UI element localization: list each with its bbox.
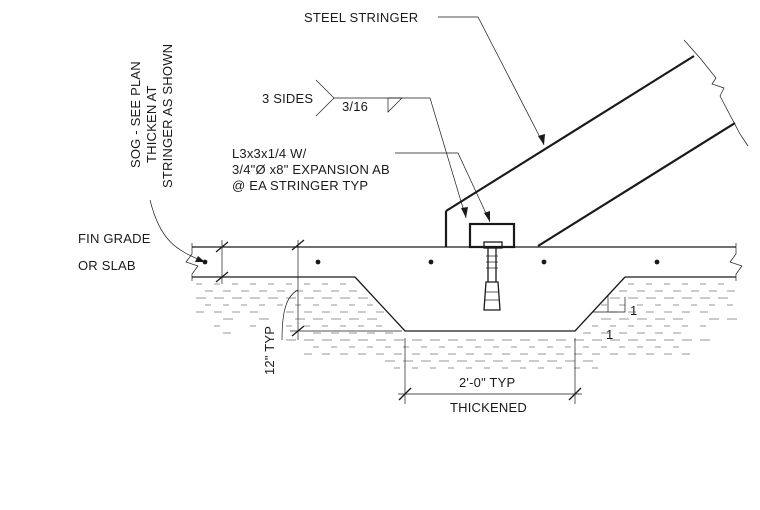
dimensions (215, 239, 626, 404)
steel-stringer (444, 39, 749, 247)
sog-label-line3: STRINGER AS SHOWN (160, 44, 175, 188)
slope-run-label: 1 (606, 327, 613, 342)
leader-lines (149, 16, 545, 263)
sog-label-line2: THICKEN AT (144, 85, 159, 163)
angle-label-line1: L3x3x1/4 W/ (232, 146, 307, 161)
width-dimension-label: 2'-0" TYP (459, 375, 515, 390)
angle-with-anchor-bolt (468, 222, 516, 311)
thickened-label: THICKENED (450, 400, 527, 415)
fin-grade-label: FIN GRADE (78, 231, 151, 246)
concrete-slab (185, 243, 743, 332)
weld-sides-label: 3 SIDES (262, 91, 313, 106)
slope-rise-label: 1 (630, 303, 637, 318)
sog-label-line1: SOG - SEE PLAN (128, 61, 143, 168)
or-slab-label: OR SLAB (78, 258, 136, 273)
weld-size-label: 3/16 (342, 99, 368, 114)
annotations: STEEL STRINGER 3 SIDES 3/16 L3x3x1/4 W/ … (78, 10, 637, 415)
angle-label-line2: 3/4"Ø x8" EXPANSION AB (232, 162, 390, 177)
steel-stringer-label: STEEL STRINGER (304, 10, 418, 25)
soil-hatch (196, 283, 737, 369)
depth-dimension-label: 12" TYP (262, 326, 277, 375)
rebar-dots (202, 259, 660, 265)
angle-label-line3: @ EA STRINGER TYP (232, 178, 368, 193)
